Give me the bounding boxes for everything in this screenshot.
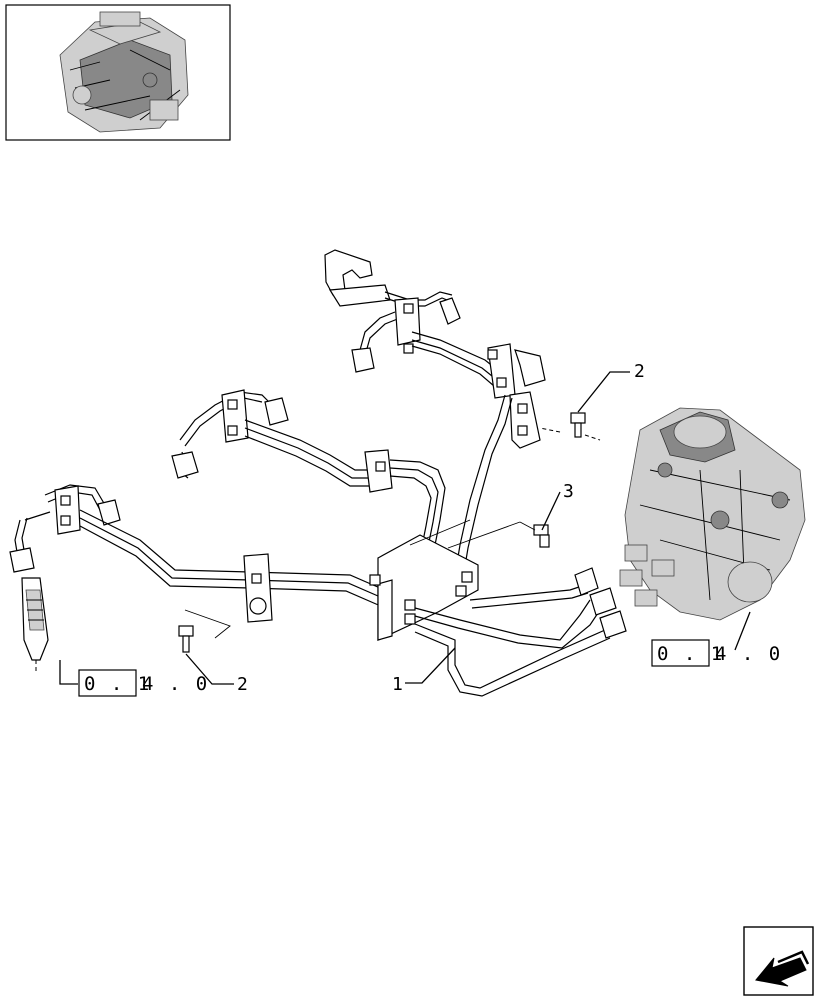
injection-pipe-assembly: [9, 249, 627, 697]
callout-screw-middle: 3: [563, 481, 574, 502]
reference-right-boxed: 0 . 1: [657, 643, 724, 665]
callout-pipe-assembly: 1: [392, 674, 403, 695]
engine-thumbnail-icon: [59, 11, 189, 133]
reference-right[interactable]: 0 . 1 4 . 0: [651, 639, 782, 667]
reference-left-rest: 4 . 0: [142, 673, 209, 695]
leader-lines: [59, 371, 751, 685]
engine-thumbnail: [5, 4, 231, 141]
reference-left[interactable]: 0 . 1 4 . 0: [78, 669, 209, 697]
next-page-button[interactable]: [743, 926, 814, 996]
next-page-arrow-icon: [755, 950, 810, 987]
reference-right-rest: 4 . 0: [715, 643, 782, 665]
injection-pump-icon: [619, 407, 806, 621]
screw-upper-icon: [539, 412, 601, 441]
callout-screw-upper: 2: [634, 361, 645, 382]
callout-screw-lower: 2: [237, 674, 248, 695]
reference-left-boxed: 0 . 1: [84, 673, 151, 695]
screw-lower-icon: [178, 625, 194, 653]
injector-icon: [21, 577, 49, 672]
screw-middle-icon: [519, 521, 550, 548]
